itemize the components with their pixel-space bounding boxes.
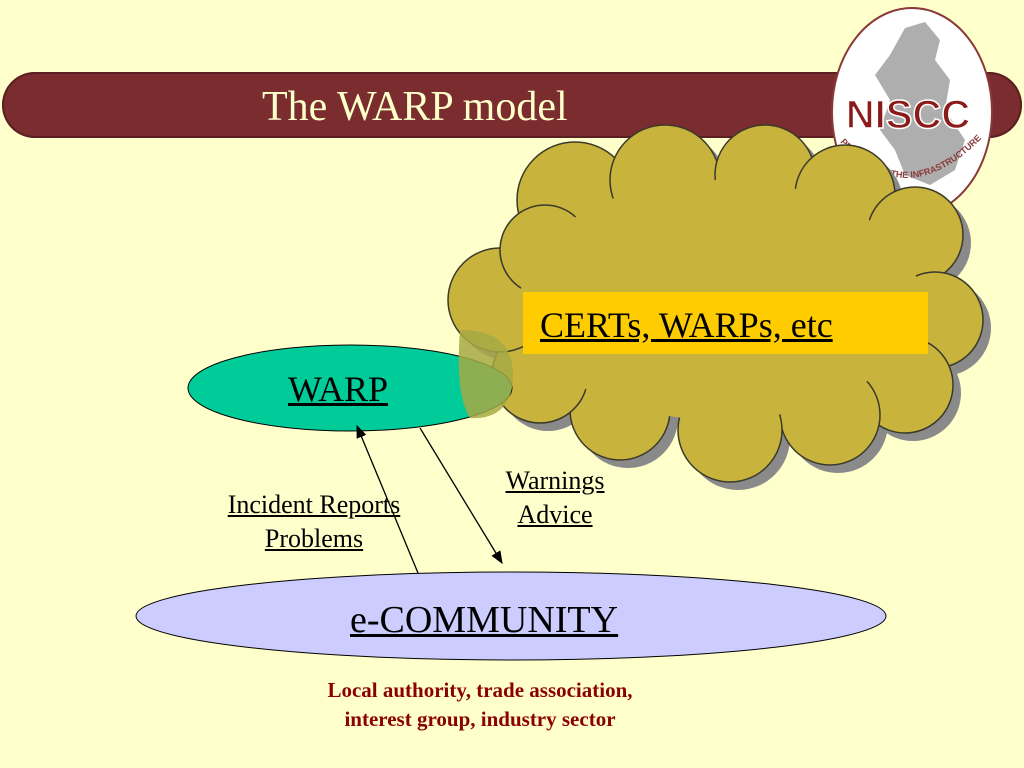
warp-label: WARP <box>288 369 389 409</box>
community-oval <box>135 571 887 661</box>
uk-map-icon <box>875 22 965 185</box>
warnings-arrow <box>419 427 503 565</box>
logo-acronym: NISCC <box>846 93 970 137</box>
warnings-advice-label: Warnings Advice <box>489 464 621 532</box>
certs-label: CERTs, WARPs, etc <box>540 305 833 345</box>
warnings-line: Warnings <box>505 466 605 495</box>
advice-line: Advice <box>517 499 593 529</box>
page-title: The WARP model <box>262 84 568 130</box>
footer-line-2: interest group, industry sector <box>344 707 616 732</box>
community-description: Local authority, trade association, inte… <box>260 676 700 735</box>
community-label: e-COMMUNITY <box>350 599 619 641</box>
footer-line-1: Local authority, trade association, <box>327 678 633 702</box>
cloud-overlap <box>458 330 513 419</box>
incident-arrow <box>356 424 419 574</box>
niscc-logo: NISCC PROTECTING THE INFRASTRUCTURE <box>831 7 993 217</box>
problems-line: Problems <box>264 523 364 553</box>
incident-problems-label: Incident Reports Problems <box>200 488 428 556</box>
certs-box <box>523 292 928 354</box>
incident-line: Incident Reports <box>227 490 401 519</box>
